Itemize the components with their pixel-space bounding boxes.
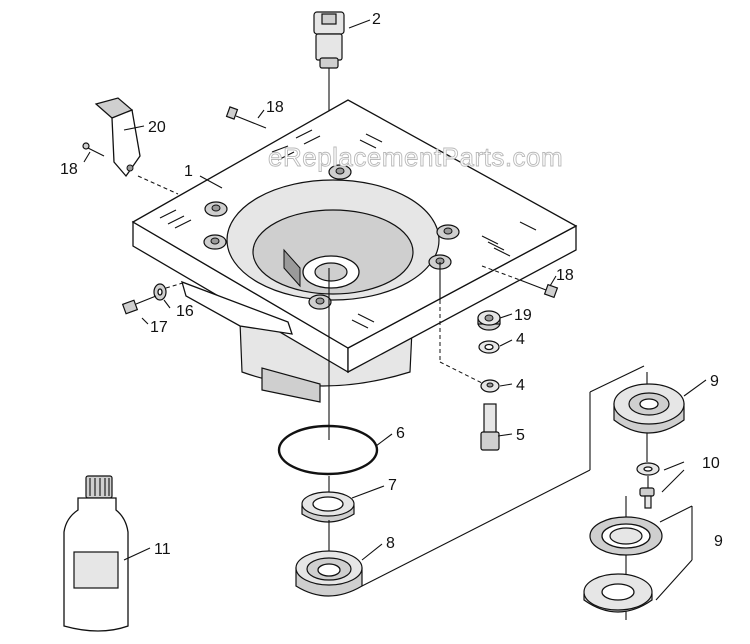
callout-10: 10: [702, 455, 720, 472]
watermark-text: eReplacementParts.com: [268, 142, 563, 172]
part-7-seal: [301, 476, 355, 523]
callout-20: 20: [148, 119, 166, 136]
callout-9-lower: 9: [714, 533, 723, 550]
callout-labels: 2 1 20 18 18 18 16 17 19 4 4 5 6 7 8 11 …: [60, 11, 723, 558]
callout-6: 6: [396, 425, 405, 442]
part-11-oil-bottle: [63, 475, 129, 632]
part-17-screw: [121, 281, 187, 315]
part-20-bracket: [94, 97, 179, 195]
part-9-lower-set: [583, 496, 693, 620]
part-1-base-plate: [131, 99, 578, 403]
callout-7: 7: [388, 477, 397, 494]
part-18-screw-right: [481, 265, 559, 299]
part-18-screw-top: [225, 106, 267, 129]
callout-11: 11: [154, 541, 171, 558]
part-8-bearing: [295, 365, 645, 597]
callout-19: 19: [514, 307, 532, 324]
callout-4-upper: 4: [516, 331, 525, 348]
callout-18-left: 18: [60, 161, 78, 178]
part-10-washer-screw: [636, 461, 685, 509]
part-6-o-ring: [277, 268, 379, 476]
callout-16: 16: [176, 303, 194, 320]
part-stack-19-4-5: [439, 262, 501, 451]
callout-9-upper: 9: [710, 373, 719, 390]
part-16-washer: [153, 283, 167, 301]
part-9-cap: [613, 372, 685, 462]
leader-lines: [83, 19, 707, 561]
callout-18-top: 18: [266, 99, 284, 116]
callout-17: 17: [150, 319, 168, 336]
callout-8: 8: [386, 535, 395, 552]
callout-1: 1: [184, 163, 193, 180]
callout-4-lower: 4: [516, 377, 525, 394]
callout-2: 2: [372, 11, 381, 28]
part-18-screw-left: [82, 142, 105, 157]
callout-18-right: 18: [556, 267, 574, 284]
callout-5: 5: [516, 427, 525, 444]
